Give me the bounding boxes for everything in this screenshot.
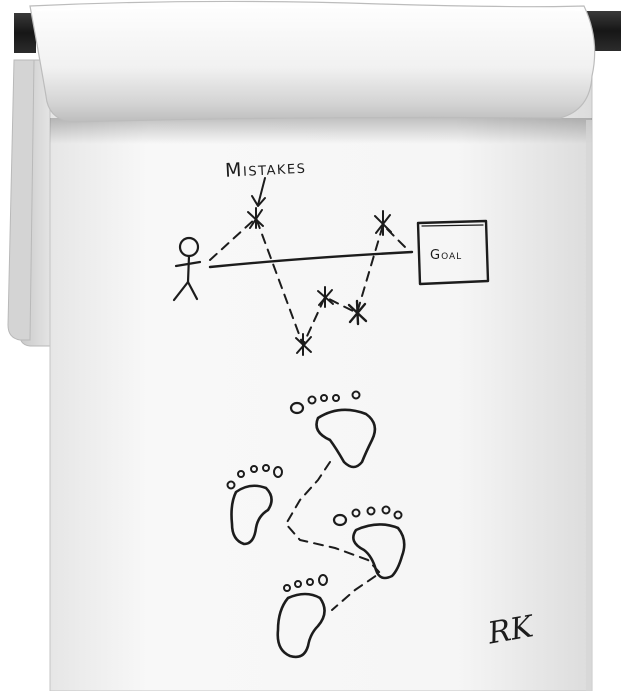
goal-label: Goal — [430, 248, 462, 263]
curl-shadow — [50, 118, 592, 144]
paper-curl — [30, 1, 595, 122]
back-sheets — [8, 60, 50, 346]
